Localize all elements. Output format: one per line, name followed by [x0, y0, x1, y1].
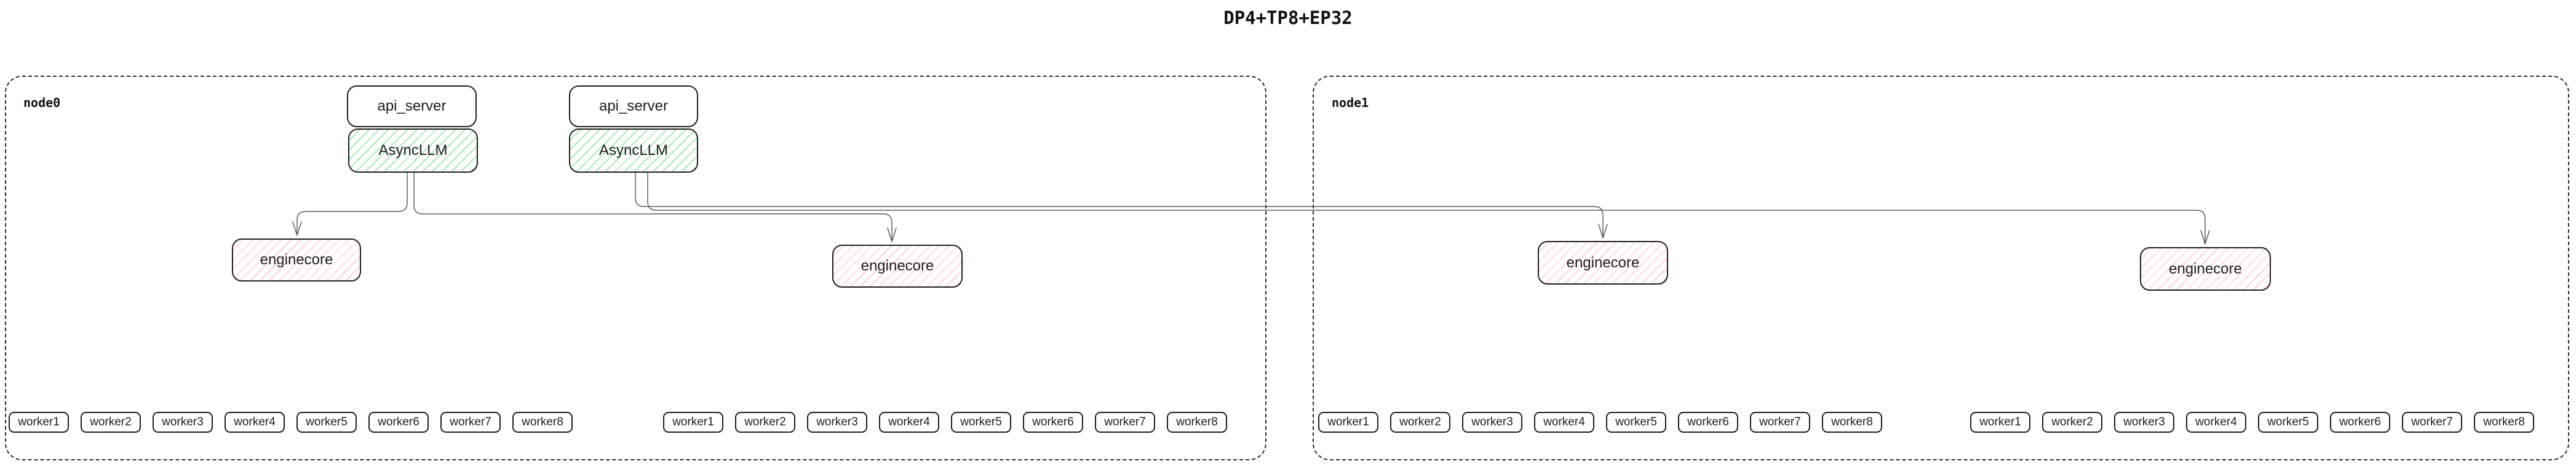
- worker-chip: worker1: [1970, 412, 2030, 433]
- worker-chip: worker6: [1678, 412, 1738, 433]
- worker-chip: worker2: [2042, 412, 2102, 433]
- worker-chip: worker4: [879, 412, 939, 433]
- enginecore-box-2: enginecore: [832, 245, 963, 288]
- worker-chip: worker1: [1318, 412, 1378, 433]
- worker-chip: worker3: [2114, 412, 2174, 433]
- worker-chip: worker2: [735, 412, 795, 433]
- worker-chip: worker3: [1462, 412, 1522, 433]
- enginecore-box-3: enginecore: [1538, 241, 1668, 285]
- worker-chip: worker6: [368, 412, 429, 433]
- worker-group-4: worker1 worker2 worker3 worker4 worker5 worke…: [1970, 412, 2534, 433]
- worker-chip: worker8: [512, 412, 573, 433]
- worker-chip: worker6: [2330, 412, 2390, 433]
- asyncllm-box-1: AsyncLLM: [348, 128, 478, 173]
- worker-group-1: worker1 worker2 worker3 worker4 worker5 worke…: [9, 412, 573, 433]
- worker-chip: worker5: [951, 412, 1011, 433]
- node1-label: node1: [1332, 95, 1369, 110]
- worker-chip: worker5: [296, 412, 357, 433]
- worker-chip: worker4: [2186, 412, 2246, 433]
- worker-chip: worker8: [1822, 412, 1882, 433]
- worker-chip: worker3: [807, 412, 867, 433]
- node0-label: node0: [23, 95, 61, 110]
- worker-chip: worker4: [1534, 412, 1594, 433]
- diagram-title: DP4+TP8+EP32: [1223, 7, 1353, 28]
- worker-chip: worker6: [1023, 412, 1083, 433]
- worker-chip: worker3: [153, 412, 213, 433]
- worker-chip: worker7: [440, 412, 501, 433]
- worker-chip: worker4: [225, 412, 285, 433]
- enginecore-box-1: enginecore: [232, 238, 361, 282]
- asyncllm-box-2: AsyncLLM: [569, 128, 698, 173]
- worker-chip: worker2: [81, 412, 141, 433]
- worker-chip: worker8: [1167, 412, 1227, 433]
- worker-group-3: worker1 worker2 worker3 worker4 worker5 worke…: [1318, 412, 1882, 433]
- enginecore-box-4: enginecore: [2140, 247, 2271, 291]
- node1-boundary: [1313, 76, 2569, 460]
- node0-boundary: [5, 76, 1266, 460]
- worker-chip: worker1: [9, 412, 69, 433]
- worker-chip: worker8: [2474, 412, 2534, 433]
- worker-chip: worker2: [1390, 412, 1450, 433]
- worker-chip: worker7: [2402, 412, 2462, 433]
- worker-chip: worker7: [1095, 412, 1155, 433]
- worker-chip: worker1: [663, 412, 723, 433]
- worker-chip: worker7: [1750, 412, 1810, 433]
- worker-group-2: worker1 worker2 worker3 worker4 worker5 worke…: [663, 412, 1227, 433]
- worker-chip: worker5: [1606, 412, 1666, 433]
- api-server-box-2: api_server: [569, 85, 698, 127]
- api-server-box-1: api_server: [347, 85, 477, 127]
- worker-chip: worker5: [2258, 412, 2318, 433]
